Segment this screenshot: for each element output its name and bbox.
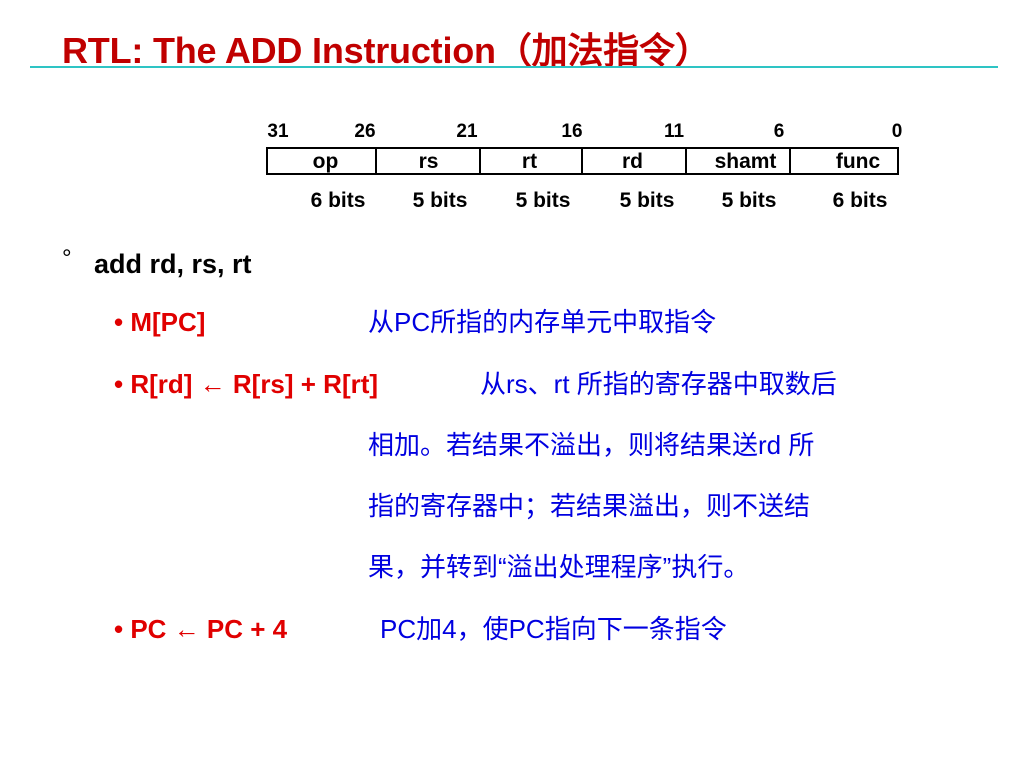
bit-position-label: 11	[663, 121, 685, 142]
field-name-func: func	[835, 150, 881, 173]
field-width-label: 6 bits	[832, 189, 888, 212]
level1-bullet: °	[62, 245, 72, 272]
rtl-expression: PC ← PC + 4	[130, 614, 288, 644]
field-width-label: 5 bits	[619, 189, 675, 212]
title-underline	[30, 66, 998, 68]
field-name-op: op	[312, 150, 339, 173]
field-divider	[581, 149, 583, 173]
rtl-description-line: 果，并转到“溢出处理程序”执行。	[368, 552, 750, 582]
rtl-description-line: 从rs、rt 所指的寄存器中取数后	[480, 369, 837, 399]
field-name-rd: rd	[622, 150, 643, 173]
field-divider	[685, 149, 687, 173]
bit-position-label: 21	[456, 121, 478, 142]
field-divider	[479, 149, 481, 173]
rtl-description-line: 相加。若结果不溢出，则将结果送rd 所	[368, 430, 815, 460]
field-divider	[375, 149, 377, 173]
bit-position-label: 6	[773, 121, 785, 142]
field-name-shamt: shamt	[714, 150, 777, 173]
rtl-description: PC加4，使PC指向下一条指令	[380, 614, 727, 644]
bit-position-label: 31	[267, 121, 289, 142]
list-item: • R[rd] ← R[rs] + R[rt]	[114, 368, 378, 400]
bit-position-label: 0	[891, 121, 903, 142]
field-width-label: 5 bits	[721, 189, 777, 212]
list-item: • PC ← PC + 4	[114, 613, 287, 645]
bullet-dot: •	[114, 307, 124, 337]
field-divider	[789, 149, 791, 173]
rtl-description: 从PC所指的内存单元中取指令	[368, 307, 717, 337]
bit-position-label: 16	[561, 121, 583, 142]
instruction-heading: add rd, rs, rt	[94, 249, 252, 279]
instruction-field-box: op rs rt rd shamt func	[266, 147, 899, 175]
rtl-expression: R[rd] ← R[rs] + R[rt]	[130, 369, 379, 399]
bullet-dot: •	[114, 369, 124, 399]
field-name-rt: rt	[521, 150, 538, 173]
bit-position-label: 26	[354, 121, 376, 142]
field-width-label: 6 bits	[310, 189, 366, 212]
list-item: • M[PC]	[114, 306, 205, 338]
field-width-label: 5 bits	[515, 189, 571, 212]
field-name-rs: rs	[418, 150, 439, 173]
slide-title: RTL: The ADD Instruction（加法指令）	[62, 30, 711, 71]
rtl-expression: M[PC]	[130, 307, 206, 337]
field-width-label: 5 bits	[412, 189, 468, 212]
bullet-dot: •	[114, 614, 124, 644]
rtl-description-line: 指的寄存器中；若结果溢出，则不送结	[368, 491, 811, 521]
